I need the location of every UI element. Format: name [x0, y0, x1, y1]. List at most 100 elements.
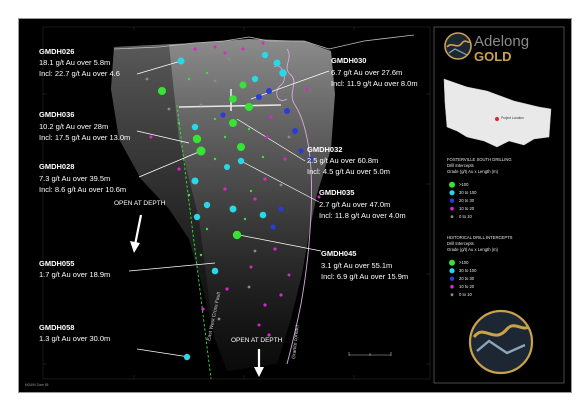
drill-intercept-dot	[269, 115, 273, 119]
svg-text:10.2 g/t Au over 28m: 10.2 g/t Au over 28m	[39, 122, 108, 131]
drill-intercept-dot	[249, 189, 253, 193]
zone-label: MGA94 Zone 55	[25, 383, 49, 387]
svg-text:1.3 g/t Au over 30.0m: 1.3 g/t Au over 30.0m	[39, 334, 110, 343]
open-at-depth-label-2: OPEN AT DEPTH	[231, 337, 283, 344]
drill-intercept-dot	[229, 205, 237, 213]
drill-intercept-dot	[245, 103, 253, 111]
drill-intercept-dot	[247, 127, 251, 131]
callout-gmdh035: GMDH035 2.7 g/t Au over 47.0m Incl: 11.8…	[319, 188, 406, 220]
drill-intercept-dot	[261, 155, 265, 159]
drill-intercept-dot	[145, 77, 149, 81]
svg-text:Incl: 4.5 g/t Au over 5.0m: Incl: 4.5 g/t Au over 5.0m	[307, 167, 390, 176]
drill-intercept-dot	[217, 317, 221, 321]
legend-hist-units: Grade (g/t) Au x Length (m)	[447, 247, 499, 252]
legend-item-label: 10 to 20	[459, 206, 475, 211]
emblem-ring-icon	[468, 309, 534, 375]
surface-topography	[113, 34, 415, 50]
drill-intercept-dot	[317, 195, 321, 199]
open-at-depth-right: OPEN AT DEPTH	[231, 337, 283, 377]
svg-text:18.1 g/t Au over 5.8m: 18.1 g/t Au over 5.8m	[39, 58, 110, 67]
drill-intercept-dot	[284, 108, 290, 114]
drill-intercept-dot	[225, 287, 229, 291]
legend-fosterville-south: FOSTERVILLE SOUTH DRILLING Drill Interce…	[447, 157, 512, 219]
drill-intercept-dot	[249, 265, 253, 269]
callout-gmdh032: GMDH032 2.5 g/t Au over 60.8m Incl: 4.5 …	[307, 145, 390, 176]
drill-intercept-dot	[167, 107, 171, 111]
drill-intercept-dot	[224, 164, 230, 170]
legend-item-label: 0 to 10	[459, 214, 472, 219]
drill-intercept-dot	[227, 57, 231, 61]
drill-intercept-dot	[203, 201, 211, 209]
legend-swatch	[449, 181, 455, 188]
granite-contact-line	[286, 48, 312, 365]
legend-swatch	[449, 268, 455, 274]
granite-contact-arm	[273, 65, 288, 101]
drill-intercept-dot	[205, 227, 209, 231]
drill-intercept-dot	[267, 333, 271, 337]
drill-intercept-dot	[213, 117, 217, 121]
svg-text:Incl: 11.9 g/t Au over 8.0m: Incl: 11.9 g/t Au over 8.0m	[331, 79, 418, 88]
legend-swatch	[449, 276, 455, 281]
drill-intercept-dot	[287, 273, 291, 277]
callout-gmdh030: GMDH030 6.7 g/t Au over 27.6m Incl: 11.9…	[331, 56, 418, 88]
svg-text:GMDH055: GMDH055	[39, 259, 74, 268]
drill-intercept-dot	[177, 57, 185, 65]
drill-intercept-dot	[261, 41, 265, 45]
drill-intercept-dot	[270, 224, 276, 230]
project-location-marker	[495, 117, 499, 121]
drill-intercept-dot	[278, 206, 284, 212]
drill-intercept-dot	[259, 211, 267, 219]
callout-gmdh028: GMDH028 7.3 g/t Au over 39.5m Incl: 8.6 …	[39, 162, 126, 194]
drill-intercept-dot	[279, 183, 283, 187]
legend-hist-subtitle: Drill Intercepts	[447, 241, 474, 246]
drill-intercept-dot	[283, 157, 287, 161]
legend-item-label: 10 to 20	[459, 284, 475, 289]
drill-intercept-dot	[266, 88, 272, 94]
drill-intercept-dot	[191, 177, 199, 185]
drill-intercept-dot	[196, 146, 206, 156]
legend-swatch	[450, 206, 454, 211]
legend-fs-subtitle: Drill Intercepts	[447, 163, 474, 168]
drill-intercept-dot	[237, 143, 245, 151]
callout-gmdh036: GMDH036 10.2 g/t Au over 28m Incl: 17.5 …	[39, 110, 130, 142]
drill-intercept-dot	[191, 123, 199, 131]
drill-intercept-dot	[187, 193, 191, 197]
svg-text:GMDH026: GMDH026	[39, 47, 74, 56]
drill-intercept-dot	[232, 230, 242, 240]
drill-intercept-dot	[279, 293, 283, 297]
svg-text:Incl: 17.5 g/t Au over 13.0m: Incl: 17.5 g/t Au over 13.0m	[39, 133, 130, 142]
drill-intercept-dot	[292, 128, 298, 134]
svg-text:2.7 g/t Au over 47.0m: 2.7 g/t Au over 47.0m	[319, 200, 390, 209]
legend-swatch	[450, 293, 454, 297]
drill-intercept-dot	[263, 177, 267, 181]
drill-intercept-dot	[211, 267, 219, 275]
callout-gmdh058: GMDH058 1.3 g/t Au over 30.0m	[39, 323, 110, 343]
drill-intercept-dot	[279, 69, 287, 77]
legend-swatch	[449, 190, 455, 196]
legend-swatch	[449, 259, 455, 266]
drill-intercept-dot	[192, 134, 202, 144]
drill-intercept-dot	[205, 71, 209, 75]
drill-intercept-dot	[199, 253, 203, 257]
victoria-location-map: Project Location	[443, 78, 552, 148]
map-frame: East West Cross Fault Granite contact OP…	[18, 18, 572, 393]
drill-intercept-dot	[177, 167, 181, 171]
svg-text:GMDH036: GMDH036	[39, 110, 74, 119]
legend-historical: HISTORICAL DRILL INTERCEPTS Drill Interc…	[447, 235, 513, 297]
drill-intercept-dot	[253, 197, 257, 201]
adelong-emblem	[468, 309, 534, 375]
drill-intercept-dot	[273, 247, 277, 251]
drill-intercept-dot	[261, 51, 269, 59]
drill-intercept-dot	[223, 135, 227, 139]
legend-swatch	[450, 284, 454, 289]
callout-gmdh045: GMDH045 3.1 g/t Au over 55.1m Incl: 6.9 …	[321, 249, 408, 281]
legend-item-label: 20 to 30	[459, 276, 475, 281]
legend-item-label: 0 to 10	[459, 292, 472, 297]
section-border	[42, 26, 431, 380]
drill-intercept-dot	[263, 303, 267, 307]
project-location-label: Project Location	[501, 116, 524, 120]
legend-item-label: 30 to 100	[459, 268, 477, 273]
legend-hist-title: HISTORICAL DRILL INTERCEPTS	[447, 235, 513, 240]
drill-intercept-dot	[241, 47, 245, 51]
svg-text:6.7 g/t Au over 27.6m: 6.7 g/t Au over 27.6m	[331, 68, 402, 77]
